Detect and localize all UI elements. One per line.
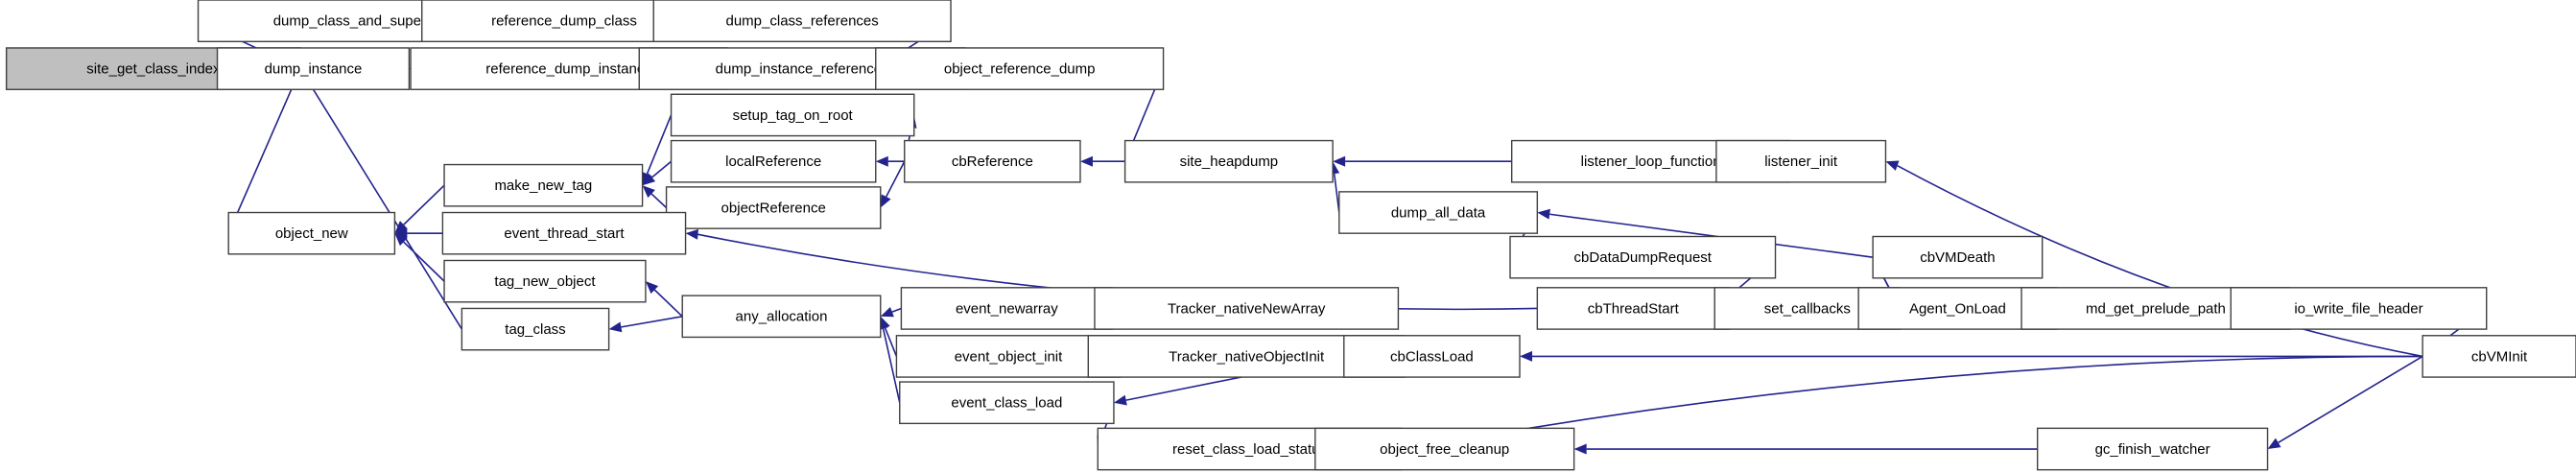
arrow-head-icon [1333,155,1346,167]
graph-node-localreference[interactable]: localReference [670,139,877,183]
graph-node-event-object-init[interactable]: event_object_init [895,335,1122,378]
node-box[interactable] [2422,335,2576,378]
node-box[interactable] [652,0,952,43]
node-box[interactable] [461,307,610,351]
node-box[interactable] [2036,427,2269,471]
arrow-head-icon [880,194,891,208]
graph-node-cbvminit[interactable]: cbVMInit [2422,335,2576,378]
graph-node-event-class-load[interactable]: event_class_load [899,381,1115,425]
graph-edge [1079,155,1125,167]
arrow-head-icon [880,306,894,318]
node-box[interactable] [227,211,396,255]
graph-edge [880,306,902,318]
graph-node-any-allocation[interactable]: any_allocation [681,295,882,339]
graph-node-event-newarray[interactable]: event_newarray [900,287,1113,330]
graph-node-site-heapdump[interactable]: site_heapdump [1123,139,1334,183]
node-box[interactable] [895,335,1122,378]
graph-edge [645,281,683,318]
graph-edge [394,227,443,239]
graph-node-dump-class-references[interactable]: dump_class_references [652,0,952,43]
node-box[interactable] [904,139,1081,183]
graph-edge [1520,350,2423,362]
graph-node-object-free-cleanup[interactable]: object_free_cleanup [1314,427,1575,471]
graph-edge [1573,443,2038,455]
graph-node-listener-init[interactable]: listener_init [1715,139,1887,183]
node-box[interactable] [216,47,411,90]
arrow-head-icon [642,173,656,186]
node-box[interactable] [875,47,1165,90]
graph-node-tag-class[interactable]: tag_class [461,307,610,351]
node-box[interactable] [441,211,687,255]
arrow-head-icon [2267,438,2281,450]
node-box[interactable] [1094,287,1400,330]
arrow-head-icon [394,221,408,234]
graph-edge [394,184,445,234]
graph-node-cbvmdeath[interactable]: cbVMDeath [1872,235,2044,279]
arrow-head-icon [645,281,659,295]
nodes-layer: site_get_class_indexdump_class_and_super… [5,0,2576,471]
graph-node-setup-tag-on-root[interactable]: setup_tag_on_root [670,93,915,137]
graph-edge [642,114,673,186]
graph-edge [880,160,906,208]
arrow-head-icon [1537,208,1550,220]
node-box[interactable] [443,259,647,303]
graph-node-cbreference[interactable]: cbReference [904,139,1081,183]
arrow-head-icon [608,321,623,333]
arrow-head-icon [394,227,408,239]
node-box[interactable] [1715,139,1887,183]
node-box[interactable] [1123,139,1334,183]
graph-edge [227,68,301,234]
graph-node-event-thread-start[interactable]: event_thread_start [441,211,687,255]
graph-edge [1537,208,1874,258]
graph-node-cbdatadumprequest[interactable]: cbDataDumpRequest [1509,235,1777,279]
arrow-head-icon [1520,350,1533,362]
node-box[interactable] [2230,287,2488,330]
node-box[interactable] [899,381,1115,425]
node-box[interactable] [670,93,915,137]
graph-node-dump-all-data[interactable]: dump_all_data [1338,191,1539,234]
arrow-head-icon [1113,394,1127,406]
arrow-head-icon [642,185,655,199]
arrow-head-icon [394,233,408,247]
graph-edge [394,233,445,282]
node-box[interactable] [1872,235,2044,279]
graph-node-tracker-nativenewarray[interactable]: Tracker_nativeNewArray [1094,287,1400,330]
graph-node-gc-finish-watcher[interactable]: gc_finish_watcher [2036,427,2269,471]
arrow-head-icon [1885,160,1900,171]
graph-edge [300,68,463,330]
node-box[interactable] [1314,427,1575,471]
node-box[interactable] [1343,335,1521,378]
node-box[interactable] [443,163,644,207]
graph-edge [608,315,683,333]
node-box[interactable] [1509,235,1777,279]
node-box[interactable] [670,139,877,183]
graph-node-objectreference[interactable]: objectReference [665,186,882,229]
node-box[interactable] [681,295,882,339]
graph-node-make-new-tag[interactable]: make_new_tag [443,163,644,207]
graph-edge [875,155,905,167]
graph-edge [2267,355,2423,450]
graph-node-dump-instance[interactable]: dump_instance [216,47,411,90]
node-box[interactable] [900,287,1113,330]
graph-edge [1333,155,1512,167]
arrow-head-icon [685,228,698,240]
arrow-head-icon [1573,443,1587,455]
graph-edge [642,160,673,186]
arrow-head-icon [1079,155,1093,167]
graph-node-object-new[interactable]: object_new [227,211,396,255]
graph-node-tag-new-object[interactable]: tag_new_object [443,259,647,303]
graph-edge [642,185,668,209]
node-box[interactable] [665,186,882,229]
graph-node-object-reference-dump[interactable]: object_reference_dump [875,47,1165,90]
graph-edge [1885,160,2423,358]
graph-node-io-write-file-header[interactable]: io_write_file_header [2230,287,2488,330]
graph-node-cbclassload[interactable]: cbClassLoad [1343,335,1521,378]
node-box[interactable] [1536,287,1730,330]
arrow-head-icon [875,155,888,167]
graph-node-cbthreadstart[interactable]: cbThreadStart [1536,287,1730,330]
node-box[interactable] [1338,191,1539,234]
